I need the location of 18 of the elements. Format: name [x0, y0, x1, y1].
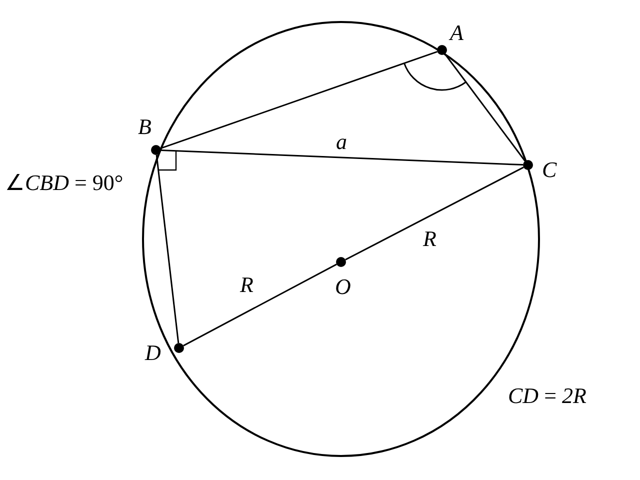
point-dot: [523, 160, 533, 170]
point-label: C: [542, 159, 557, 181]
point-dot: [336, 257, 346, 267]
line-segment: [156, 154, 180, 344]
line-segment: [160, 50, 438, 150]
equation-note: ∠CBD = 90°: [5, 172, 124, 194]
point-label: B: [138, 116, 152, 138]
point-label: D: [145, 342, 161, 364]
equation-note: CD = 2R: [508, 385, 586, 407]
line-segment: [183, 264, 337, 346]
line-segment: [444, 54, 526, 162]
point-dot: [151, 145, 161, 155]
point-dot: [174, 343, 184, 353]
point-label: A: [450, 22, 464, 44]
point-dot: [437, 45, 447, 55]
line-segment: [160, 149, 524, 166]
point-label: O: [335, 276, 351, 298]
line-segment: [345, 166, 524, 260]
